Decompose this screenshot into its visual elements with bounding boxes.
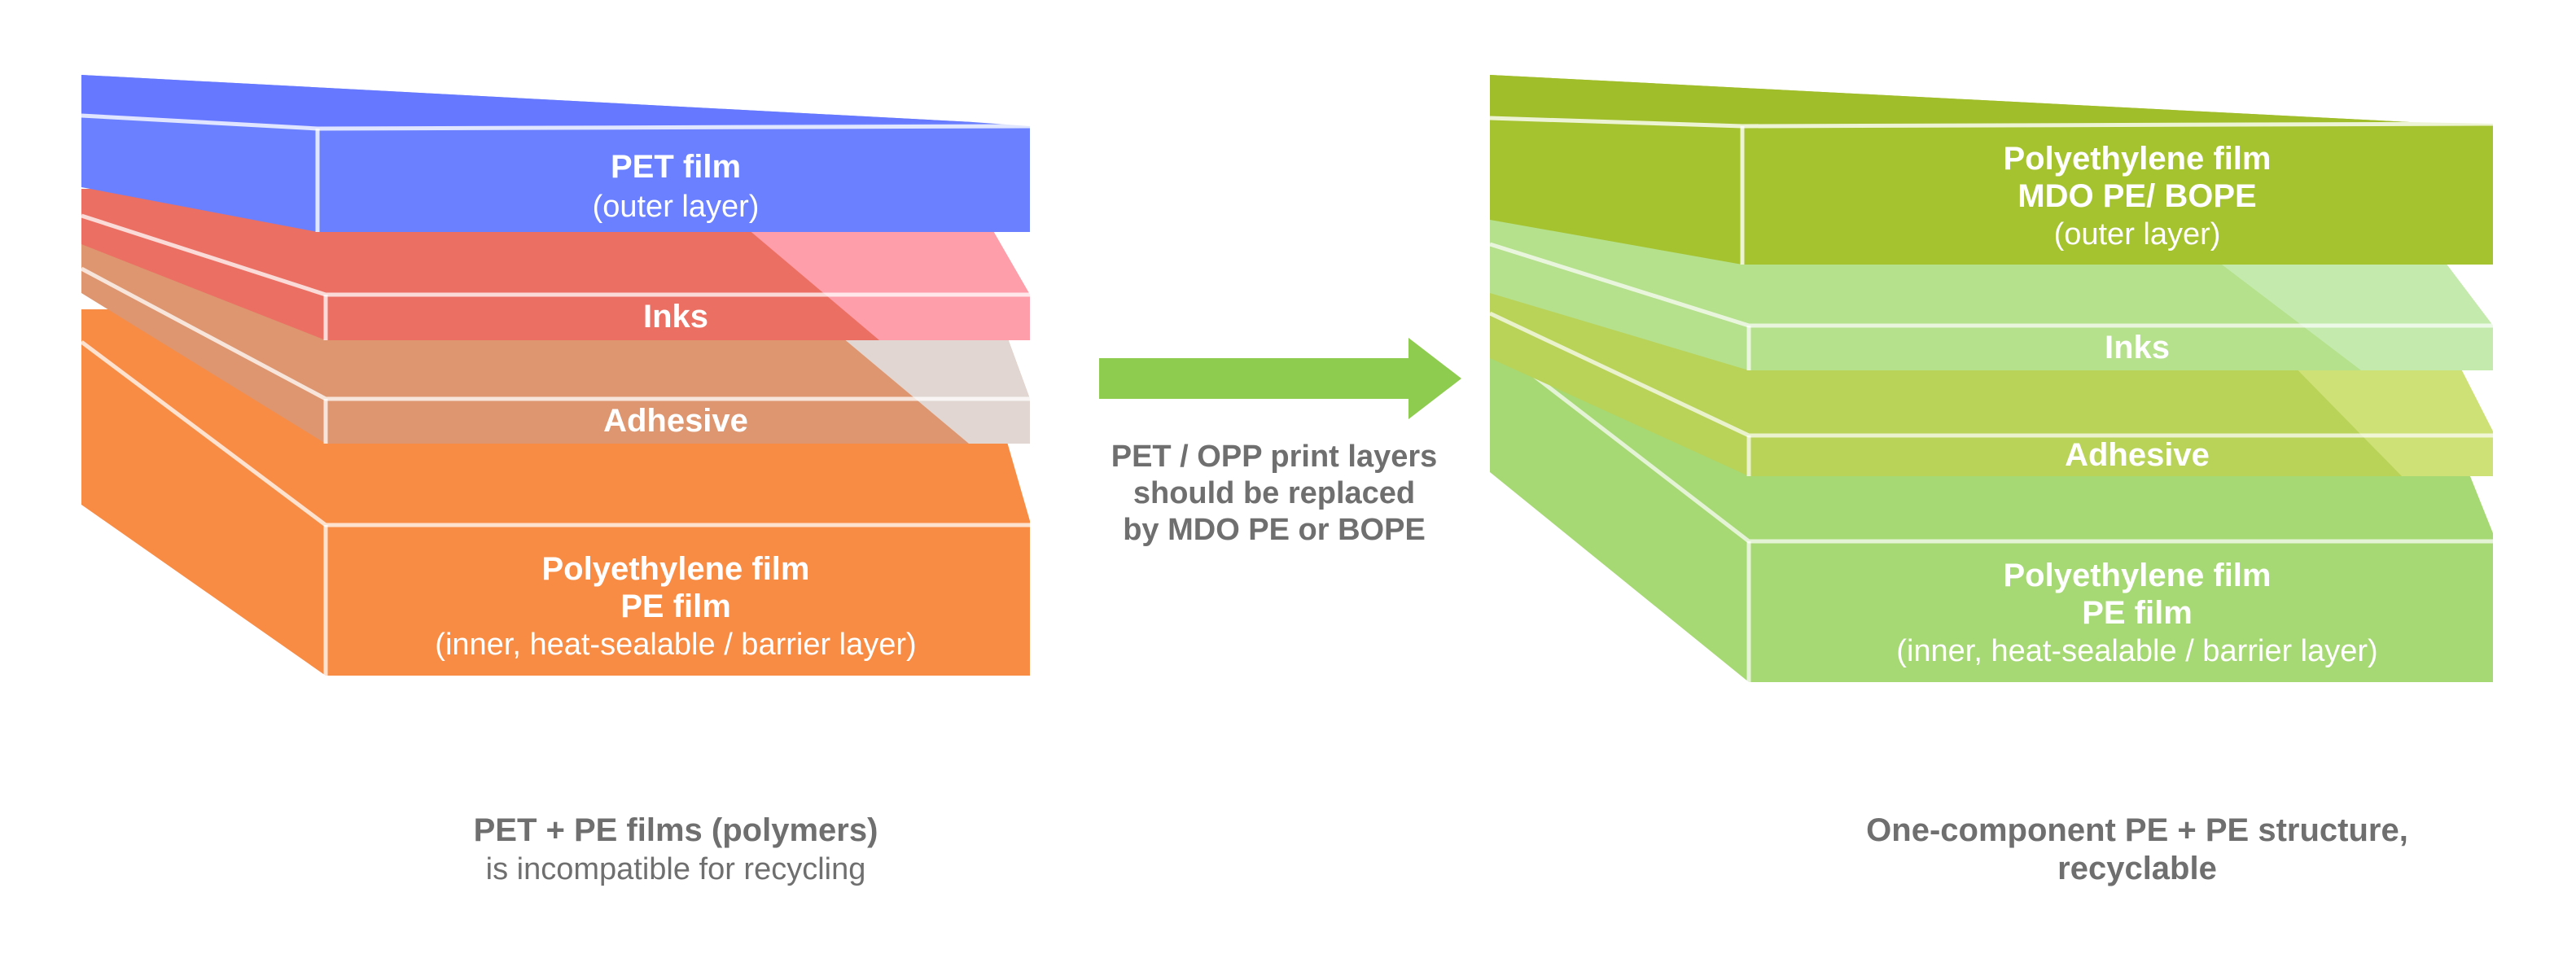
right-inks-label: Inks — [2105, 330, 2170, 365]
middle-text-line-3: by MDO PE or BOPE — [1123, 513, 1426, 547]
left-inks-label: Inks — [643, 299, 708, 335]
left-caption-line-2: is incompatible for recycling — [486, 852, 866, 886]
right-pe-outer-title-2: MDO PE/ BOPE — [2017, 178, 2256, 214]
right-pe-inner-title-1: Polyethylene film — [2004, 558, 2272, 593]
right-layer-stack: Polyethylene film MDO PE/ BOPE (outer la… — [1488, 75, 2494, 682]
left-pe-subtitle: (inner, heat-sealable / barrier layer) — [435, 628, 916, 662]
right-caption: One-component PE + PE structure, recycla… — [1866, 812, 2408, 886]
right-pe-inner-title-2: PE film — [2082, 595, 2193, 631]
middle-replacement-note: PET / OPP print layers should be replace… — [1099, 338, 1461, 547]
right-adhesive-label: Adhesive — [2065, 437, 2210, 473]
arrow-right-icon — [1099, 338, 1461, 419]
right-caption-line-1: One-component PE + PE structure, — [1866, 812, 2408, 848]
middle-text-line-1: PET / OPP print layers — [1111, 440, 1438, 474]
left-layer-stack: PET film (outer layer) Inks Adhesive Pol… — [80, 75, 1031, 676]
left-caption: PET + PE films (polymers) is incompatibl… — [474, 812, 878, 886]
right-pe-inner-subtitle: (inner, heat-sealable / barrier layer) — [1896, 634, 2377, 668]
left-pet-title: PET film — [611, 149, 741, 185]
left-caption-line-1: PET + PE films (polymers) — [474, 812, 878, 848]
right-pe-outer-subtitle: (outer layer) — [2054, 217, 2221, 252]
right-caption-line-2: recyclable — [2057, 851, 2217, 886]
left-pet-film-layer — [81, 75, 1031, 232]
left-pe-title-1: Polyethylene film — [542, 551, 810, 587]
middle-text-line-2: should be replaced — [1133, 476, 1415, 510]
right-pe-outer-title-1: Polyethylene film — [2004, 141, 2272, 177]
left-adhesive-label: Adhesive — [603, 403, 748, 439]
left-pet-subtitle: (outer layer) — [593, 190, 760, 224]
left-pe-title-2: PE film — [620, 589, 731, 624]
right-pe-outer-layer — [1489, 75, 2494, 265]
